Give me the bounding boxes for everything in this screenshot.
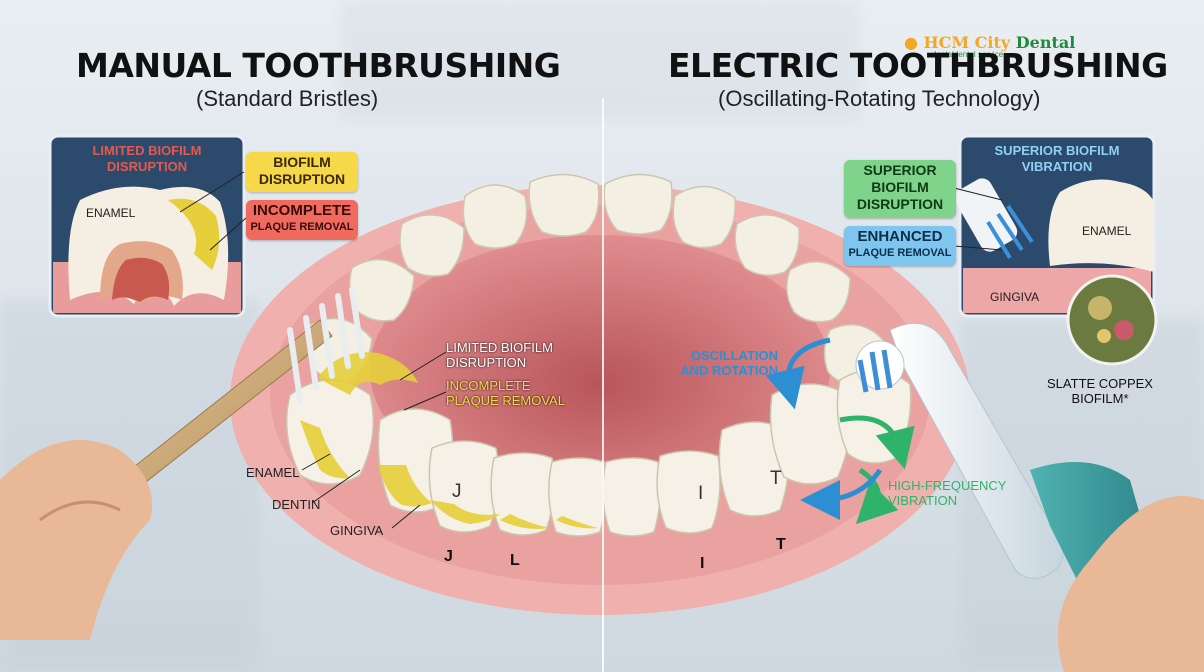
tag-incomplete-plaque: INCOMPLETE PLAQUE REMOVAL — [246, 200, 358, 240]
plaque-deposits — [300, 352, 598, 529]
front-teeth — [285, 369, 912, 537]
left-subtitle: (Standard Bristles) — [196, 86, 379, 111]
tag-incomplete-line2: PLAQUE REMOVAL — [250, 221, 354, 233]
leader-lines — [179, 171, 1003, 529]
electric-toothbrush — [855, 322, 1204, 672]
right-inset-enamel-label: ENAMEL — [1082, 224, 1132, 238]
tag-enhanced-plaque: ENHANCED PLAQUE REMOVAL — [844, 226, 956, 266]
label-microscope-biofilm: SLATTE COPPEX BIOFILM* — [1047, 376, 1153, 406]
right-title: ELECTRIC TOOTHBRUSHING — [668, 46, 1168, 85]
label-enamel: ENAMEL — [246, 465, 300, 480]
logo-tagline: dentaldental service — [932, 50, 1004, 59]
tag-enhanced-line1: ENHANCED — [857, 228, 943, 245]
tooth-letter-7: I — [700, 555, 705, 572]
logo-name-part1: HCM City — [923, 33, 1011, 52]
tag-enhanced-line2: PLAQUE REMOVAL — [848, 247, 952, 259]
tag-superior-biofilm: SUPERIOR BIOFILM DISRUPTION — [844, 160, 956, 218]
logo-name-part2: Dental — [1015, 33, 1076, 52]
label-incomplete-plaque: INCOMPLETE PLAQUE REMOVAL — [446, 378, 565, 408]
tooth-letter-2: J — [444, 548, 453, 565]
right-inset-title: SUPERIOR BIOFILM VIBRATION — [994, 143, 1120, 174]
right-inset-gingiva-label: GINGIVA — [990, 290, 1040, 304]
label-oscillation-rotation: OSCILLATION AND ROTATION — [680, 348, 778, 378]
left-inset-enamel-label: ENAMEL — [86, 206, 136, 220]
inset-brush-head — [954, 178, 1034, 260]
tooth-letter-3: L — [510, 552, 520, 569]
label-dentin: DENTIN — [272, 497, 321, 512]
label-limited-biofilm: LIMITED BIOFILM DISRUPTION — [446, 340, 553, 370]
tooth-letter-1: J — [452, 481, 462, 502]
left-title: MANUAL TOOTHBRUSHING — [76, 46, 561, 85]
motion-arrows — [765, 337, 915, 525]
left-inset-title: LIMITED BIOFILM DISRUPTION — [92, 143, 202, 174]
tag-biofilm-disruption: BIOFILM DISRUPTION — [246, 152, 358, 192]
tooth-row — [306, 173, 889, 387]
tooth-letter-4: I — [698, 483, 704, 504]
right-subtitle: (Oscillating-Rotating Technology) — [718, 86, 1041, 111]
background-window — [340, 0, 860, 120]
tooth-letter-6: T — [776, 536, 786, 553]
left-inset-panel — [48, 134, 246, 318]
right-inset-panel — [954, 134, 1158, 366]
manual-toothbrush — [0, 287, 365, 640]
tag-incomplete-line1: INCOMPLETE — [252, 202, 352, 219]
tooth-letter-5: T — [770, 468, 782, 489]
label-gingiva: GINGIVA — [330, 523, 384, 538]
tooth-logo-icon: ● — [904, 33, 918, 52]
brand-logo: ● HCM City Dental dentaldental service — [904, 33, 1075, 59]
label-high-frequency: HIGH-FREQUENCY VIBRATION — [888, 478, 1007, 508]
